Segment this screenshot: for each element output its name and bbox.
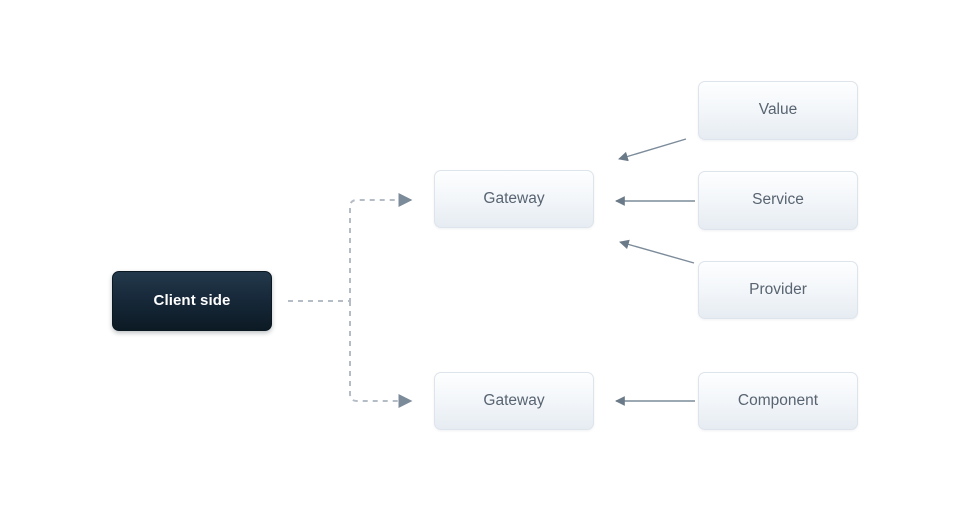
node-gateway-top[interactable]: Gateway — [434, 170, 594, 228]
node-label-client-side: Client side — [153, 292, 231, 309]
node-service[interactable]: Service — [698, 171, 858, 230]
node-label-service: Service — [752, 191, 804, 209]
node-component[interactable]: Component — [698, 372, 858, 430]
node-provider[interactable]: Provider — [698, 261, 858, 319]
node-client-side[interactable]: Client side — [112, 271, 272, 331]
node-label-value: Value — [758, 101, 798, 119]
edge-provider-to-gateway-top — [619, 239, 695, 264]
edge-client-to-gateway-top — [288, 193, 413, 302]
node-label-component: Component — [737, 391, 819, 409]
node-label-gateway-bottom: Gateway — [483, 391, 545, 409]
node-gateway-bottom[interactable]: Gateway — [434, 372, 594, 430]
node-value[interactable]: Value — [698, 81, 858, 140]
edge-value-to-gateway-top — [618, 138, 687, 162]
node-label-provider: Provider — [749, 280, 807, 298]
edge-client-to-gateway-bottom — [349, 301, 413, 408]
node-label-gateway-top: Gateway — [483, 189, 545, 207]
